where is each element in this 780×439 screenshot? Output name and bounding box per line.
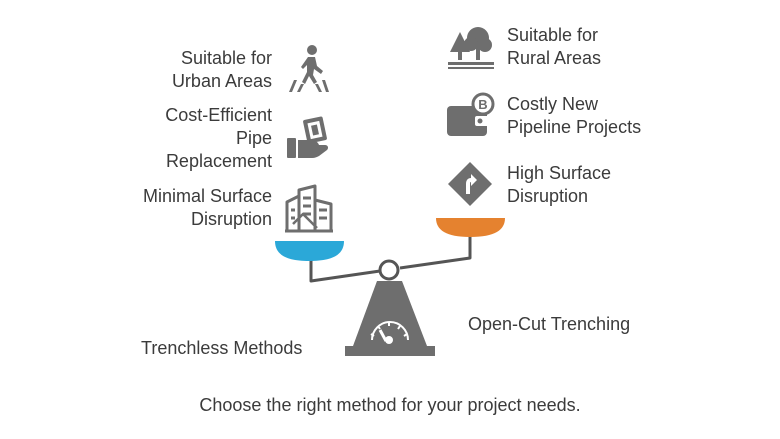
left-pan (275, 241, 344, 261)
left-item-urban-label: Suitable for Urban Areas (171, 48, 272, 91)
caption: Choose the right method for your project… (199, 395, 581, 415)
wallet-coin-icon: B (447, 92, 495, 136)
trenchless-methods-label: Trenchless Methods (141, 338, 303, 358)
right-item-rural-label: Suitable for Rural Areas (507, 25, 602, 68)
right-pan (436, 218, 505, 237)
right-item-disruption-label: High Surface Disruption (507, 163, 612, 206)
scale-foot (345, 346, 435, 356)
left-item-disruption-label: Minimal Surface Disruption (142, 186, 272, 229)
hand-holding-money-icon (287, 116, 329, 158)
road-sign-arrow-icon (448, 162, 492, 206)
scale-pivot (378, 259, 400, 281)
scale-base (353, 281, 427, 346)
scale-beam (309, 230, 472, 283)
scale-gauge (370, 321, 409, 344)
city-buildings-icon (285, 184, 333, 233)
svg-text:B: B (478, 97, 487, 112)
open-cut-trenching-label: Open-Cut Trenching (468, 314, 631, 334)
pedestrian-crossing-icon (289, 45, 329, 92)
right-item-costly-label: Costly New Pipeline Projects (507, 94, 642, 137)
trees-icon (448, 27, 494, 69)
left-item-cost-label: Cost-Efficient Pipe Replacement (165, 105, 272, 171)
